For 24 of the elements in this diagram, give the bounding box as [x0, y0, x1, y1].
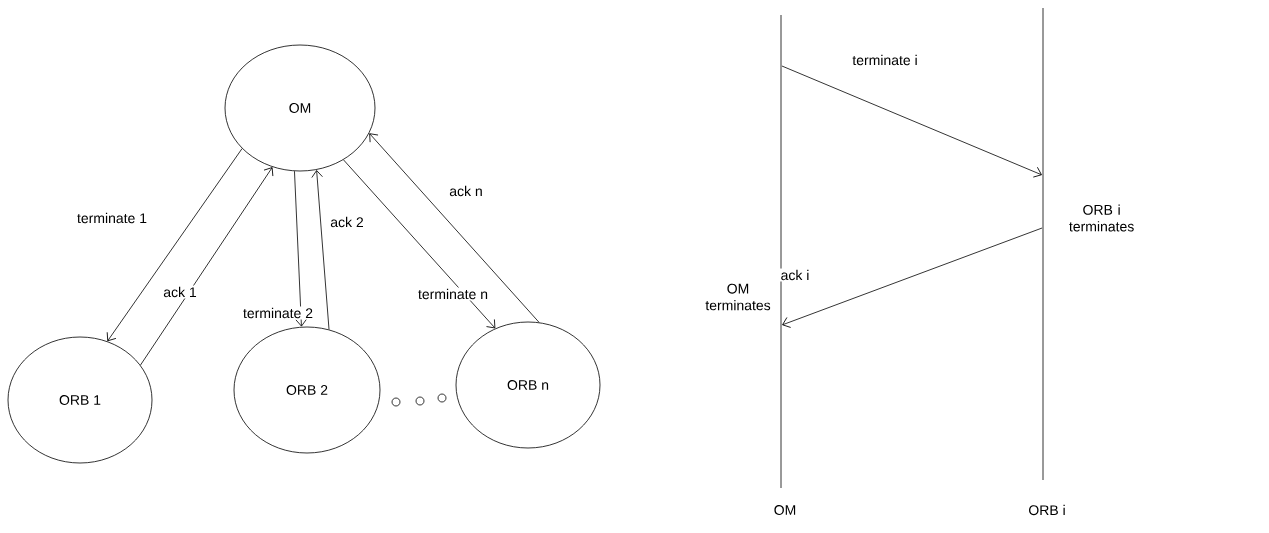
- edge-label: terminate n: [416, 287, 490, 301]
- arrow: [311, 170, 330, 330]
- ellipse-node: ORB n: [455, 321, 601, 449]
- arrow: [782, 227, 1043, 328]
- arrow: [294, 170, 307, 327]
- lifeline-label: ORB i: [1029, 504, 1065, 516]
- arrow: [106, 148, 243, 342]
- arrow: [343, 159, 496, 329]
- ellipse-node: OM: [224, 44, 376, 172]
- edge-label: terminate 2: [241, 306, 315, 320]
- edge-label: terminate i: [851, 53, 919, 67]
- edge-label: ack 1: [161, 285, 199, 299]
- edge-label: terminate 1: [75, 211, 149, 225]
- side-note: OM terminates: [705, 283, 771, 311]
- arrow: [140, 167, 274, 366]
- arrow: [369, 133, 540, 323]
- side-note: ORB i terminates: [1069, 204, 1134, 232]
- edge-label: ack 2: [328, 215, 366, 229]
- arrow: [781, 65, 1042, 178]
- edge-label: ack n: [447, 184, 485, 198]
- ellipse-node: ORB 1: [7, 336, 153, 464]
- lifeline-label: OM: [774, 505, 796, 515]
- ellipse-node: ORB 2: [233, 326, 381, 454]
- edge-label: ack i: [779, 268, 811, 282]
